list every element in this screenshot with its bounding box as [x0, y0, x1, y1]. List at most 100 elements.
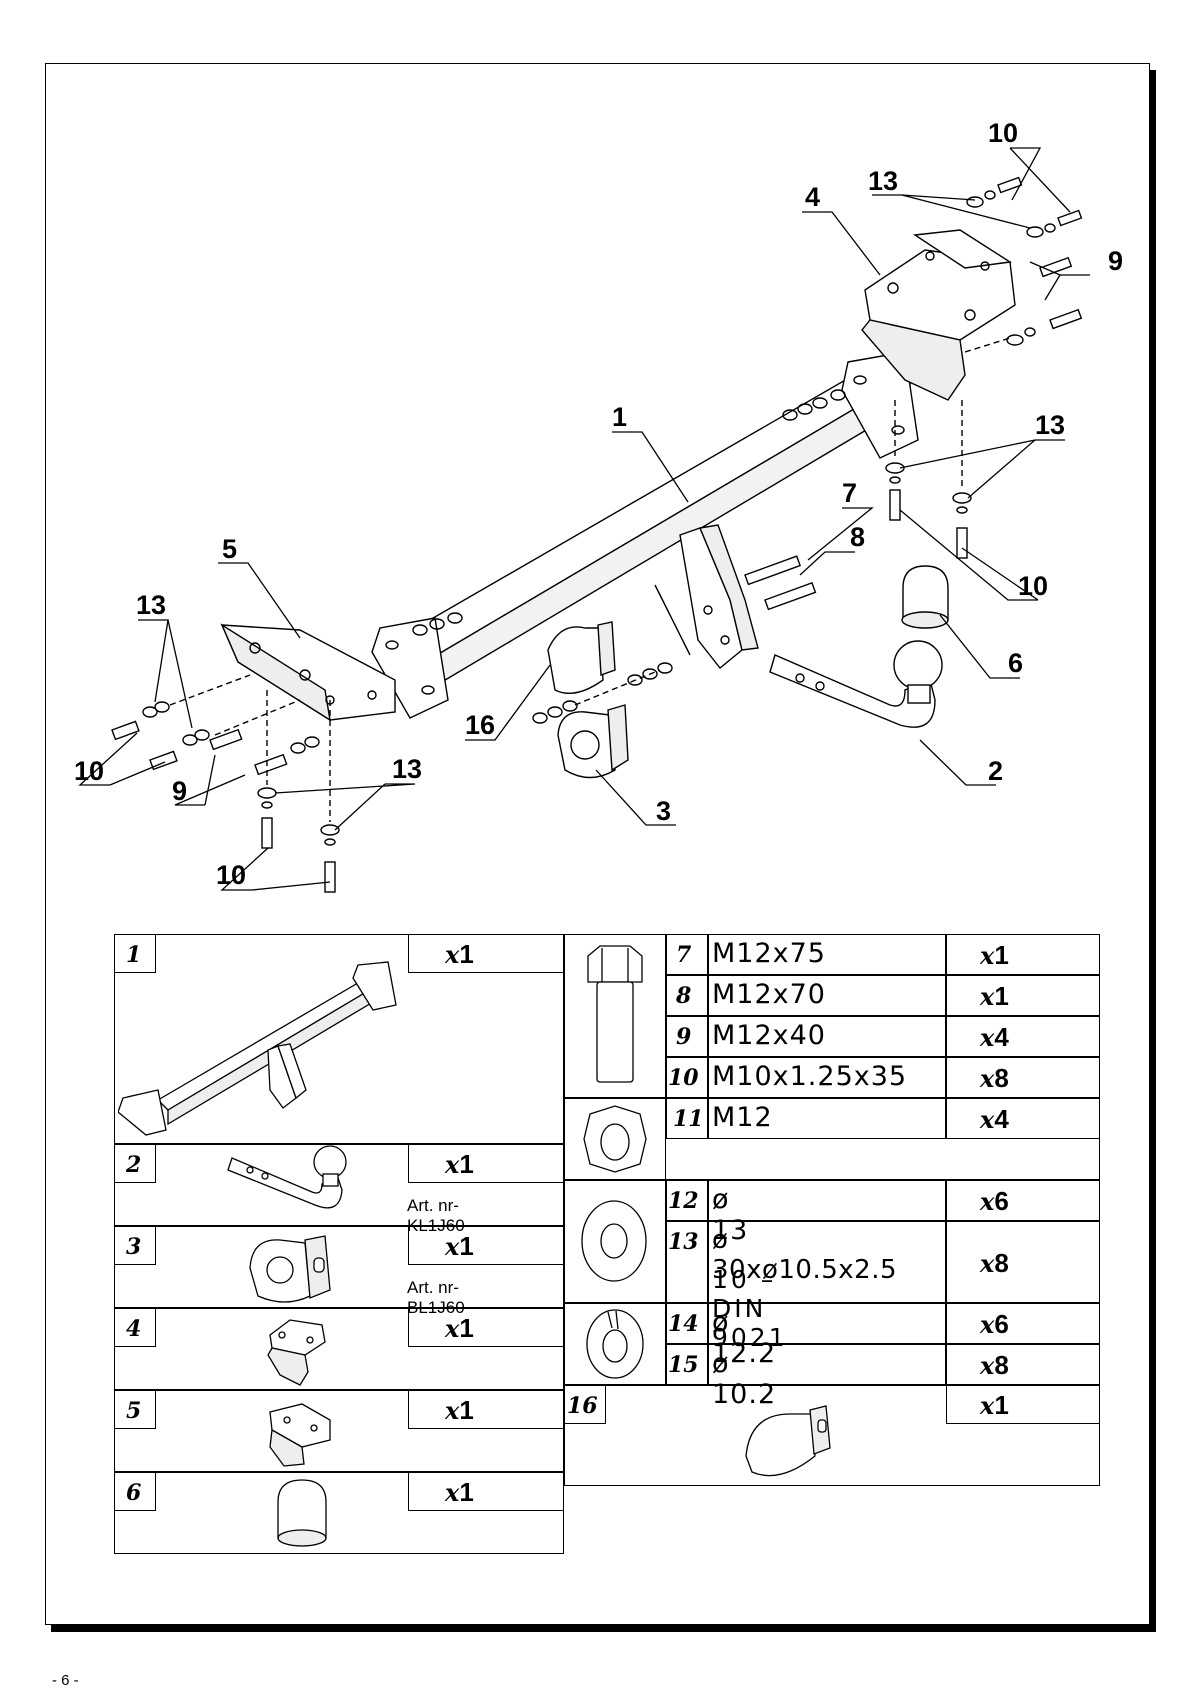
callout-3: 3 — [656, 796, 671, 826]
part-15-qty-box — [946, 1344, 1100, 1385]
part-4-qty: x1 — [445, 1313, 474, 1343]
callout-9-left: 9 — [172, 776, 187, 806]
part-13-number-box — [666, 1221, 708, 1303]
part-12-spec: ø 13 — [712, 1184, 749, 1246]
part-14-number: 14 — [668, 1311, 699, 1337]
part-2-article-number: Art. nr-KL1J60 — [407, 1196, 465, 1235]
part-7-qty-box — [946, 934, 1100, 975]
part-13-spec-standard: 10 – DIN 9021 — [712, 1265, 788, 1352]
part-15-number: 15 — [668, 1352, 699, 1378]
callout-1: 1 — [612, 402, 627, 432]
part-5-qty: x1 — [445, 1395, 474, 1425]
part-8-number: 8 — [676, 983, 692, 1009]
part-14-spec: ø 12.2 — [712, 1307, 777, 1369]
callout-6: 6 — [1008, 648, 1023, 678]
part-2-cell — [114, 1144, 564, 1226]
part-3-qty: x1 — [445, 1231, 474, 1261]
part-13-spec-box — [708, 1221, 946, 1303]
ball-neck-drawing — [769, 640, 943, 728]
bolt-set-right-mid — [964, 256, 1083, 353]
part-14-qty-box — [946, 1303, 1100, 1344]
part-9-number: 9 — [676, 1024, 692, 1050]
part-11-spec: M12 — [712, 1102, 773, 1133]
part-6-qty-box — [408, 1472, 564, 1511]
part-16-qty: x1 — [980, 1390, 1009, 1420]
part-10-qty: x8 — [980, 1063, 1009, 1093]
page-number: - 6 - — [52, 1672, 79, 1689]
part-10-spec-box — [708, 1057, 946, 1098]
part-4-bracket-icon — [267, 1319, 326, 1386]
socket-plate-drawing — [557, 704, 629, 779]
part-15-qty: x8 — [980, 1350, 1009, 1380]
part-16-number: 16 — [567, 1393, 598, 1419]
bolt-set-left — [111, 674, 340, 893]
part-5-qty-box — [408, 1390, 564, 1429]
part-1-qty-box — [408, 934, 564, 973]
part-9-number-box — [666, 1016, 708, 1057]
part-11-number-box — [666, 1098, 708, 1139]
part-11-qty: x4 — [980, 1104, 1009, 1134]
washer-image-box — [564, 1180, 666, 1303]
part-16-qty-box — [946, 1385, 1100, 1424]
part-1-qty: x1 — [445, 939, 474, 969]
part-13-qty: x8 — [980, 1248, 1009, 1278]
part-4-number-box — [114, 1308, 156, 1347]
part-2-number: 2 — [126, 1152, 142, 1178]
callout-13-top: 13 — [868, 166, 898, 196]
part-12-qty: x6 — [980, 1186, 1009, 1216]
callout-10-bottom: 10 — [216, 860, 246, 890]
part-6-qty: x1 — [445, 1477, 474, 1507]
part-3-cell — [114, 1226, 564, 1308]
part-6-number-box — [114, 1472, 156, 1511]
part-2-qty: x1 — [445, 1149, 474, 1179]
part-4-number: 4 — [126, 1316, 142, 1342]
cap-drawing — [901, 565, 949, 629]
bolt-image-box — [564, 934, 666, 1098]
part-1-cell — [114, 934, 564, 1144]
leader-lines — [78, 147, 1090, 891]
part-3-number: 3 — [126, 1234, 142, 1260]
callout-8: 8 — [850, 522, 865, 552]
callout-4: 4 — [805, 182, 820, 212]
part-15-spec-box — [708, 1344, 946, 1385]
part-8-spec-box — [708, 975, 946, 1016]
part-14-spec-box — [708, 1303, 946, 1344]
part-11-number: 11 — [673, 1106, 704, 1132]
part-8-qty: x1 — [980, 981, 1009, 1011]
part-8-number-box — [666, 975, 708, 1016]
part-12-spec-box — [708, 1180, 946, 1221]
part-6-cap-icon — [277, 1479, 327, 1547]
part-5-bracket-icon — [269, 1403, 331, 1467]
bolt-set-center — [532, 555, 817, 724]
spring-washer-icon — [586, 1309, 644, 1379]
part-16-cover-icon — [745, 1405, 831, 1477]
part-7-number-box — [666, 934, 708, 975]
nut-icon — [583, 1105, 647, 1173]
part-4-cell — [114, 1308, 564, 1390]
part-13-qty-box — [946, 1221, 1100, 1303]
part-10-number-box — [666, 1057, 708, 1098]
callout-13-left: 13 — [136, 590, 166, 620]
callout-10-left: 10 — [74, 756, 104, 786]
part-3-number-box — [114, 1226, 156, 1265]
left-bracket-drawing — [220, 623, 396, 722]
part-5-number-box — [114, 1390, 156, 1429]
part-16-number-box — [564, 1385, 606, 1424]
part-7-spec-box — [708, 934, 946, 975]
part-3-socket-plate-icon — [249, 1235, 331, 1303]
part-12-number-box — [666, 1180, 708, 1221]
callout-13-bottom: 13 — [392, 754, 422, 784]
part-1-crossbar-icon — [118, 961, 397, 1136]
part-9-spec: M12x40 — [712, 1020, 826, 1051]
part-10-qty-box — [946, 1057, 1100, 1098]
bolt-icon — [587, 945, 643, 1083]
part-14-number-box — [666, 1303, 708, 1344]
part-2-ball-neck-icon — [227, 1145, 347, 1209]
part-16-cell — [564, 1385, 1100, 1486]
callout-7: 7 — [842, 478, 857, 508]
exploded-diagram: 1 2 3 4 5 6 7 8 9 9 10 10 10 10 13 13 13… — [74, 118, 1123, 893]
bolt-set-right-top — [966, 176, 1083, 238]
bolt-set-right-bottom — [885, 400, 972, 559]
part-15-number-box — [666, 1344, 708, 1385]
right-bracket-drawing — [861, 229, 1016, 401]
